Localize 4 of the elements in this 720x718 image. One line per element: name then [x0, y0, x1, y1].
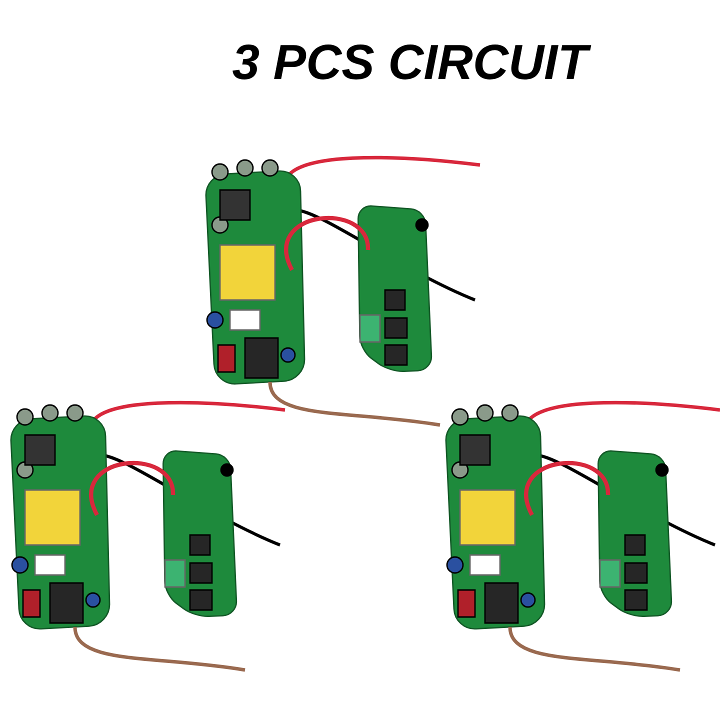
circuit-board-drawing [445, 400, 720, 672]
circuit-board-drawing [205, 156, 480, 427]
circuit-board-drawing [10, 400, 286, 672]
title: 3 PCS CIRCUIT [232, 44, 592, 80]
